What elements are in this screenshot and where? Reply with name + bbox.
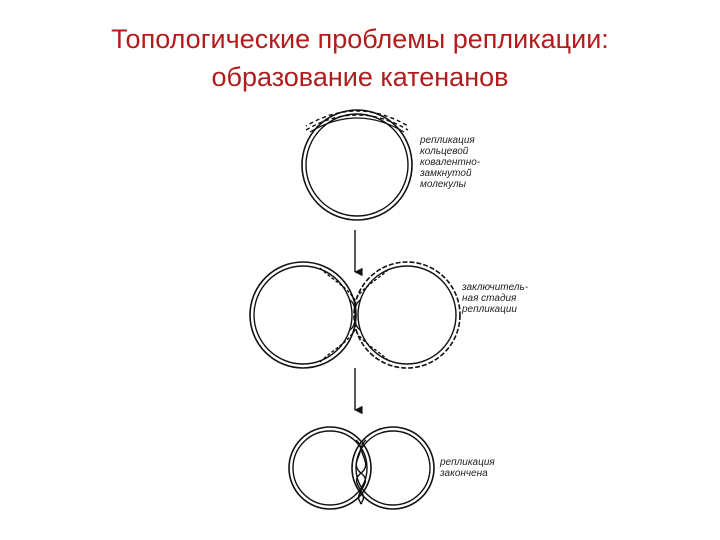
left-ring-outer xyxy=(288,426,372,510)
left-ring-inner xyxy=(292,430,368,506)
stage-2-label: заключитель- ная стадия репликации xyxy=(461,282,531,315)
title-line-1: Топологические проблемы репликации: xyxy=(111,24,609,54)
right-loop-inner xyxy=(357,265,457,365)
outer-strand xyxy=(301,109,413,221)
stage-1-circular-molecule xyxy=(301,109,413,221)
replication-bubble-strand-b xyxy=(305,110,409,127)
left-loop-inner xyxy=(253,265,353,365)
stage-3-catenane xyxy=(288,426,435,510)
twist-center xyxy=(349,299,361,331)
stage-1-label: репликация кольцевой ковалентно- замкнут… xyxy=(419,135,483,190)
stage-2-final-stage xyxy=(249,261,461,369)
inner-strand xyxy=(305,113,409,217)
interlock-twist xyxy=(355,439,367,505)
title-line-2: образование катенанов xyxy=(211,62,509,92)
left-loop-outer xyxy=(249,261,357,369)
replication-bubble-strand-c xyxy=(309,117,405,133)
twisted-strands-bottom xyxy=(319,328,391,363)
right-ring-inner xyxy=(355,430,431,506)
right-loop-outer xyxy=(353,261,461,369)
stage-3-label: репликация закончена xyxy=(439,457,498,479)
twisted-strands-top xyxy=(319,267,391,302)
slide-title: Топологические проблемы репликации: обра… xyxy=(0,20,720,96)
right-ring-outer xyxy=(351,426,435,510)
